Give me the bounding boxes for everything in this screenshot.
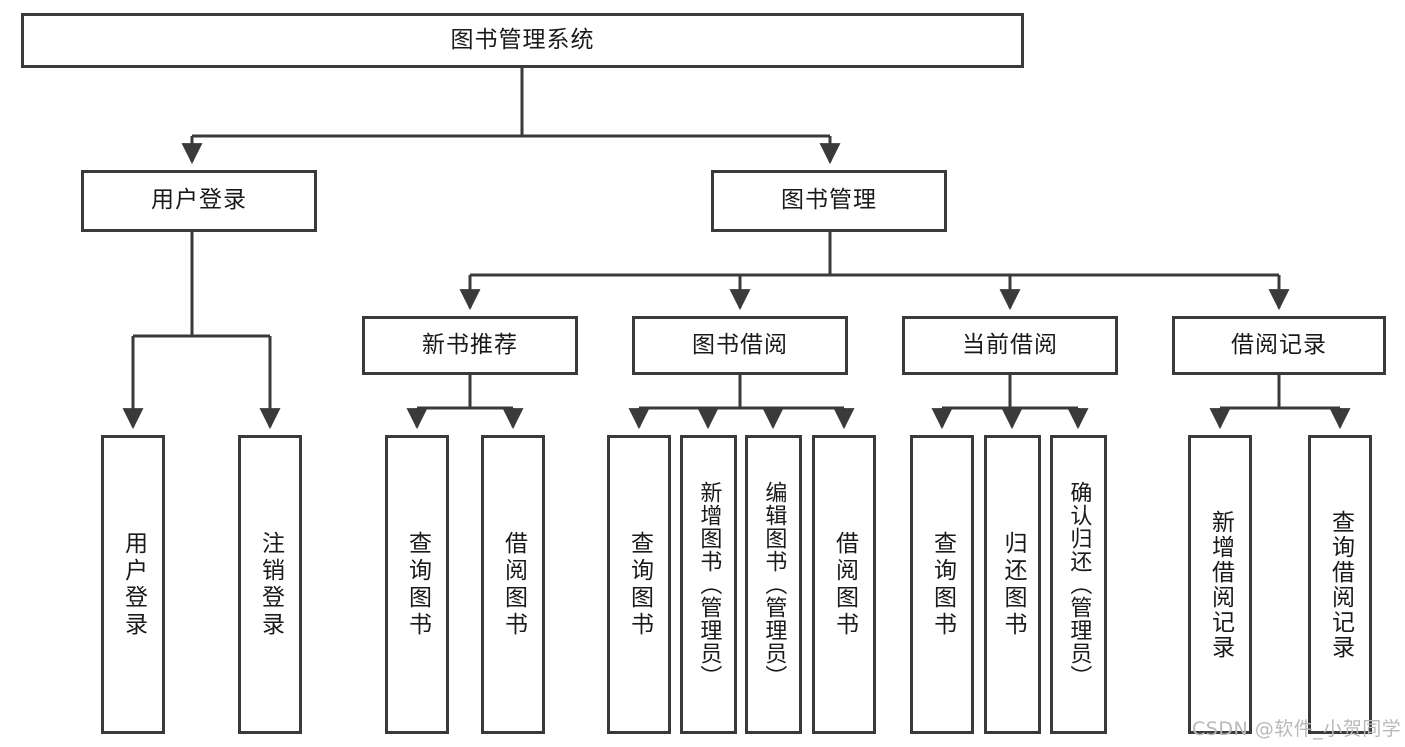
leaf-user-login-label: 用户登录 xyxy=(120,530,147,639)
leaf-edit-book-admin-label: 编辑图书（管理员） xyxy=(761,481,787,688)
leaf-query-book-rec[interactable]: 查询图书 xyxy=(385,435,449,734)
leaf-borrow-book-rec-label: 借阅图书 xyxy=(500,530,527,639)
node-user-login-label: 用户登录 xyxy=(151,187,247,214)
node-new-book-recommend[interactable]: 新书推荐 xyxy=(362,316,578,375)
node-book-management[interactable]: 图书管理 xyxy=(711,170,947,232)
node-user-login[interactable]: 用户登录 xyxy=(81,170,317,232)
node-book-borrow[interactable]: 图书借阅 xyxy=(632,316,848,375)
leaf-query-book-borrow[interactable]: 查询图书 xyxy=(607,435,671,734)
node-current-borrow-label: 当前借阅 xyxy=(962,331,1058,358)
leaf-return-book[interactable]: 归还图书 xyxy=(984,435,1041,734)
leaf-confirm-return-admin-label: 确认归还（管理员） xyxy=(1066,481,1092,688)
leaf-add-borrow-record-label: 新增借阅记录 xyxy=(1207,509,1234,660)
leaf-borrow-book[interactable]: 借阅图书 xyxy=(812,435,876,734)
leaf-query-book-current-label: 查询图书 xyxy=(929,530,956,639)
leaf-query-book-current[interactable]: 查询图书 xyxy=(910,435,974,734)
node-borrow-record[interactable]: 借阅记录 xyxy=(1172,316,1386,375)
node-new-book-recommend-label: 新书推荐 xyxy=(422,331,518,358)
node-borrow-record-label: 借阅记录 xyxy=(1231,331,1327,358)
watermark: CSDN @软件_小贺同学 xyxy=(1192,718,1402,740)
leaf-query-borrow-record-label: 查询借阅记录 xyxy=(1327,509,1354,660)
leaf-return-book-label: 归还图书 xyxy=(1000,530,1027,639)
node-root[interactable]: 图书管理系统 xyxy=(21,13,1024,68)
leaf-query-borrow-record[interactable]: 查询借阅记录 xyxy=(1308,435,1372,734)
leaf-query-book-borrow-label: 查询图书 xyxy=(626,530,653,639)
leaf-add-book-admin-label: 新增图书（管理员） xyxy=(696,481,722,688)
leaf-logout[interactable]: 注销登录 xyxy=(238,435,302,734)
node-current-borrow[interactable]: 当前借阅 xyxy=(902,316,1118,375)
leaf-add-borrow-record[interactable]: 新增借阅记录 xyxy=(1188,435,1252,734)
node-root-label: 图书管理系统 xyxy=(450,26,595,53)
node-book-management-label: 图书管理 xyxy=(781,187,877,214)
leaf-borrow-book-label: 借阅图书 xyxy=(831,530,858,639)
leaf-user-login[interactable]: 用户登录 xyxy=(101,435,165,734)
leaf-edit-book-admin[interactable]: 编辑图书（管理员） xyxy=(745,435,802,734)
leaf-borrow-book-rec[interactable]: 借阅图书 xyxy=(481,435,545,734)
leaf-query-book-rec-label: 查询图书 xyxy=(404,530,431,639)
node-book-borrow-label: 图书借阅 xyxy=(692,331,788,358)
leaf-add-book-admin[interactable]: 新增图书（管理员） xyxy=(680,435,737,734)
leaf-logout-label: 注销登录 xyxy=(257,530,284,639)
leaf-confirm-return-admin[interactable]: 确认归还（管理员） xyxy=(1050,435,1107,734)
